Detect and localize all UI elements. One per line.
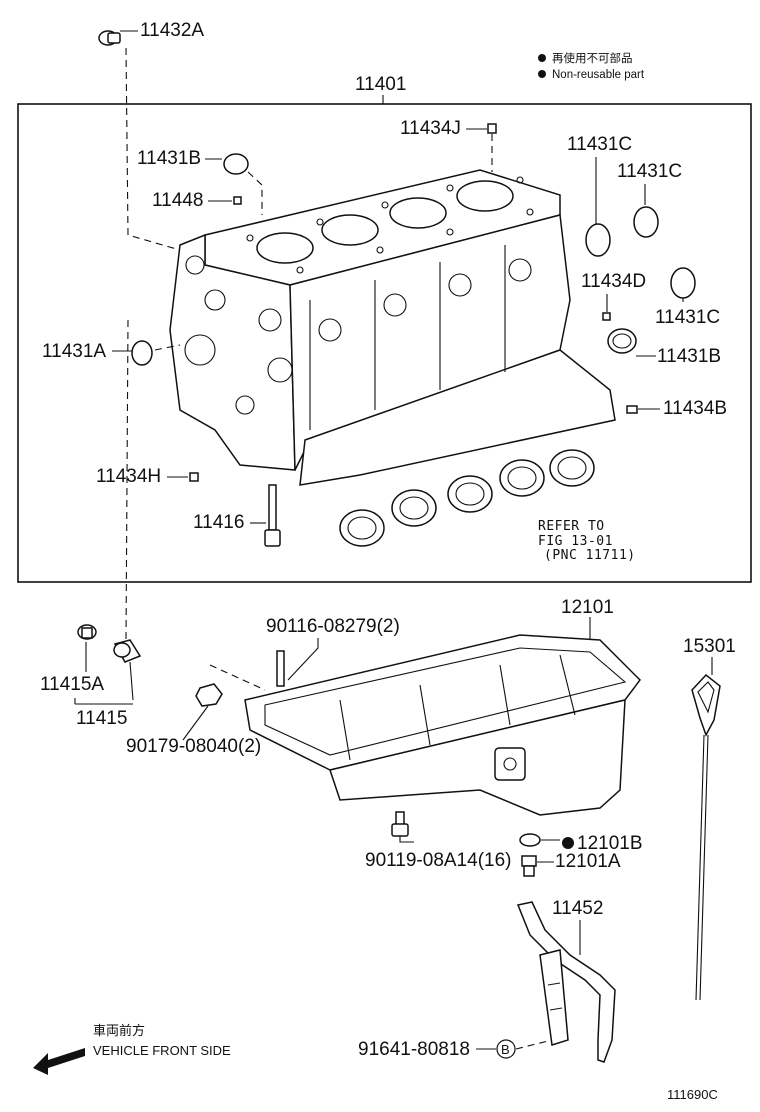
label-90116: 90116-08279(2) [266, 616, 400, 637]
block-assembly-frame [17, 103, 752, 583]
legend: 再使用不可部品 Non-reusable part [538, 51, 645, 81]
label-15301: 15301 [683, 636, 736, 657]
label-91641: 91641-80818 [358, 1039, 470, 1060]
label-11401: 11401 [355, 74, 406, 95]
bolt-90119[interactable] [391, 811, 409, 837]
main-bearing-set[interactable] [339, 449, 595, 547]
cap-11415A[interactable] [77, 624, 97, 640]
label-11431A: 11431A [42, 341, 106, 362]
oil-pan-12101[interactable] [244, 634, 641, 816]
cup-plug-11431C-3[interactable] [670, 267, 696, 299]
label-11434J: 11434J [400, 118, 461, 139]
cup-plug-11431B-top[interactable] [223, 153, 249, 175]
front-side-en: VEHICLE FRONT SIDE [93, 1043, 231, 1058]
label-11416: 11416 [193, 512, 244, 533]
label-11431C-3: 11431C [655, 307, 720, 328]
front-side-jp: 車両前方 [93, 1023, 145, 1038]
ref-b-label: B [501, 1042, 510, 1057]
label-12101: 12101 [561, 597, 614, 618]
refer-line2: FIG 13-01 [538, 534, 613, 549]
label-12101A: 12101A [555, 851, 621, 872]
label-11431B-right: 11431B [657, 346, 721, 367]
cup-plug-11431C-2[interactable] [633, 206, 659, 238]
label-12101B: 12101B [577, 833, 643, 854]
plug-11434D[interactable] [602, 312, 611, 321]
label-11415A: 11415A [40, 674, 104, 695]
non-reusable-dot-icon [562, 837, 574, 849]
nut-90179[interactable] [195, 683, 223, 707]
plug-11432A[interactable]: 11432A [98, 20, 204, 46]
cup-plug-11431A[interactable] [131, 340, 153, 366]
diagram-code: 111690C [667, 1087, 718, 1102]
label-11452: 11452 [552, 898, 603, 919]
label-11415: 11415 [76, 708, 127, 729]
refer-line3: (PNC 11711) [544, 548, 636, 563]
drain-plug-12101A[interactable] [521, 855, 537, 877]
ref-b-circle [496, 1039, 516, 1059]
plug-11434B[interactable] [626, 405, 638, 414]
non-reusable-dot-icon [538, 70, 546, 78]
label-11434D: 11434D [581, 271, 646, 292]
label-11448: 11448 [152, 190, 203, 211]
pin-11448[interactable] [233, 196, 242, 205]
label-11434B: 11434B [663, 398, 727, 419]
cup-plug-11431B-right[interactable] [607, 328, 637, 354]
oil-strainer-11452[interactable] [516, 901, 616, 1063]
stud-90116[interactable] [276, 650, 285, 687]
dowel-11415[interactable] [113, 639, 142, 663]
label-11431C-2: 11431C [617, 161, 682, 182]
legend-non-reusable-jp: 再使用不可部品 [552, 51, 633, 65]
plug-11434H[interactable] [189, 472, 199, 482]
refer-line1: REFER TO [538, 519, 605, 534]
legend-non-reusable-en: Non-reusable part [552, 69, 645, 81]
cylinder-block-11401[interactable] [169, 169, 616, 486]
label-90119: 90119-08A14(16) [365, 850, 511, 871]
label-11431C-1: 11431C [567, 134, 632, 155]
non-reusable-dot-icon [538, 54, 546, 62]
label-90179: 90179-08040(2) [126, 736, 261, 757]
label-11431B-top: 11431B [137, 148, 201, 169]
gasket-12101B[interactable] [519, 833, 541, 847]
bolt-11416[interactable] [264, 484, 281, 547]
front-arrow-icon [33, 1048, 85, 1075]
plug-11434J[interactable] [487, 123, 497, 134]
label-11432A: 11432A [140, 20, 204, 41]
dipstick-15301[interactable] [691, 673, 721, 1001]
vehicle-front-indicator: 車両前方 VEHICLE FRONT SIDE [33, 1023, 231, 1075]
cup-plug-11431C-1[interactable] [585, 223, 611, 257]
label-11434H: 11434H [96, 466, 161, 487]
